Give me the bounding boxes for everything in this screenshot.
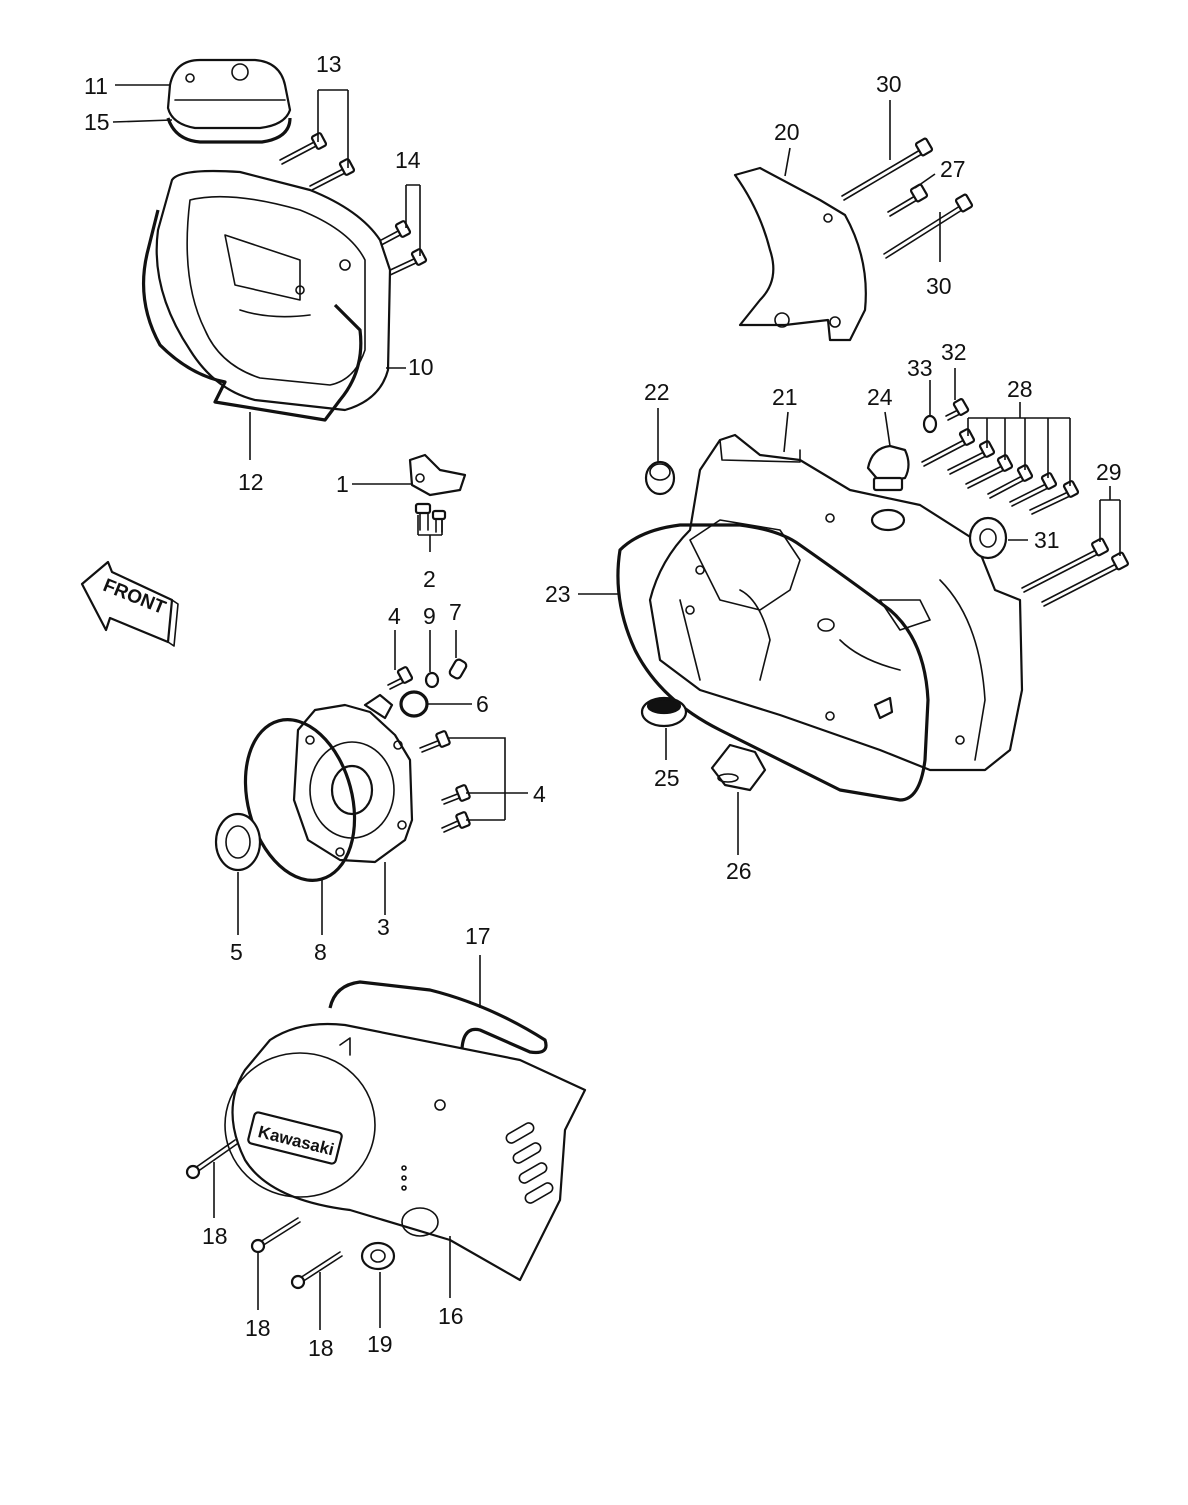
callout-8: 8 bbox=[314, 939, 327, 965]
part-16-outer-cover: Kawasaki bbox=[224, 1022, 587, 1282]
callout-31: 31 bbox=[1034, 527, 1060, 553]
part-18-screws bbox=[185, 1139, 343, 1290]
part-24-filler-cap bbox=[866, 444, 910, 492]
callout-25: 25 bbox=[654, 765, 680, 791]
callout-4: 4 bbox=[533, 781, 546, 807]
callout-2: 2 bbox=[423, 566, 436, 592]
callout-1: 1 bbox=[336, 471, 349, 497]
callout-28: 28 bbox=[1007, 376, 1033, 402]
part-29-bolts bbox=[1021, 537, 1129, 607]
callout-24: 24 bbox=[867, 384, 893, 410]
part-33-washer bbox=[922, 414, 938, 434]
callout-14: 14 bbox=[395, 147, 421, 173]
callout-11: 11 bbox=[84, 73, 108, 99]
callout-17: 17 bbox=[465, 923, 491, 949]
callout-6: 6 bbox=[476, 691, 489, 717]
part-32-bolt bbox=[945, 398, 970, 421]
callout-labels: 11 15 13 14 10 12 1 2 4 9 7 6 4 5 8 3 17… bbox=[84, 51, 1122, 1361]
part-3-pump-cover bbox=[292, 693, 414, 864]
part-2-screws bbox=[414, 502, 447, 533]
part-31-seal bbox=[968, 516, 1008, 560]
part-25-seal bbox=[640, 696, 688, 728]
callout-18-b: 18 bbox=[245, 1315, 271, 1341]
part-30-bolt-top bbox=[841, 137, 934, 201]
callout-19: 19 bbox=[367, 1331, 393, 1357]
part-26-guide bbox=[710, 743, 767, 792]
part-6-o-ring bbox=[399, 690, 429, 718]
callout-29: 29 bbox=[1096, 459, 1122, 485]
part-8-o-ring bbox=[243, 718, 357, 882]
part-1-bracket bbox=[408, 453, 467, 497]
callout-18-c: 18 bbox=[308, 1335, 334, 1361]
callout-16: 16 bbox=[438, 1303, 464, 1329]
part-30-bolt-bottom bbox=[883, 193, 974, 259]
callout-30-bottom: 30 bbox=[926, 273, 952, 299]
part-5-oil-seal bbox=[214, 812, 262, 872]
part-11-cap bbox=[166, 58, 292, 130]
part-4-screws bbox=[419, 730, 471, 833]
part-4-screw-top bbox=[387, 666, 414, 690]
callout-3: 3 bbox=[377, 914, 390, 940]
part-12-gasket bbox=[141, 209, 363, 422]
part-10-magneto-cover bbox=[155, 169, 392, 412]
part-23-gasket bbox=[616, 523, 930, 802]
part-15-gasket bbox=[166, 117, 292, 144]
part-7-pin bbox=[448, 658, 468, 680]
callout-32: 32 bbox=[941, 339, 967, 365]
callout-18-a: 18 bbox=[202, 1223, 228, 1249]
leader-lines bbox=[112, 84, 1121, 1330]
callout-26: 26 bbox=[726, 858, 752, 884]
callout-15: 15 bbox=[84, 109, 110, 135]
callout-10: 10 bbox=[408, 354, 434, 380]
callout-27: 27 bbox=[940, 156, 966, 182]
callout-5: 5 bbox=[230, 939, 243, 965]
part-19-seal bbox=[360, 1241, 396, 1271]
callout-13: 13 bbox=[316, 51, 342, 77]
callout-30-top: 30 bbox=[876, 71, 902, 97]
part-17-gasket bbox=[328, 980, 548, 1061]
front-arrow-icon: FRONT bbox=[80, 560, 179, 647]
callout-23: 23 bbox=[545, 581, 571, 607]
callout-20: 20 bbox=[774, 119, 800, 145]
part-21-clutch-cover bbox=[648, 433, 1024, 772]
part-13-screws bbox=[279, 132, 356, 191]
part-27-bolt bbox=[887, 183, 929, 217]
callout-21: 21 bbox=[772, 384, 798, 410]
part-22-plug bbox=[644, 460, 676, 496]
callout-33: 33 bbox=[907, 355, 933, 381]
callout-4-top: 4 bbox=[388, 603, 401, 629]
part-20-sprocket-cover bbox=[733, 166, 867, 342]
callout-7: 7 bbox=[449, 599, 462, 625]
callout-12: 12 bbox=[238, 469, 264, 495]
part-28-bolts bbox=[921, 428, 1080, 515]
callout-22: 22 bbox=[644, 379, 670, 405]
part-9-washer bbox=[424, 671, 440, 689]
callout-9: 9 bbox=[423, 603, 436, 629]
